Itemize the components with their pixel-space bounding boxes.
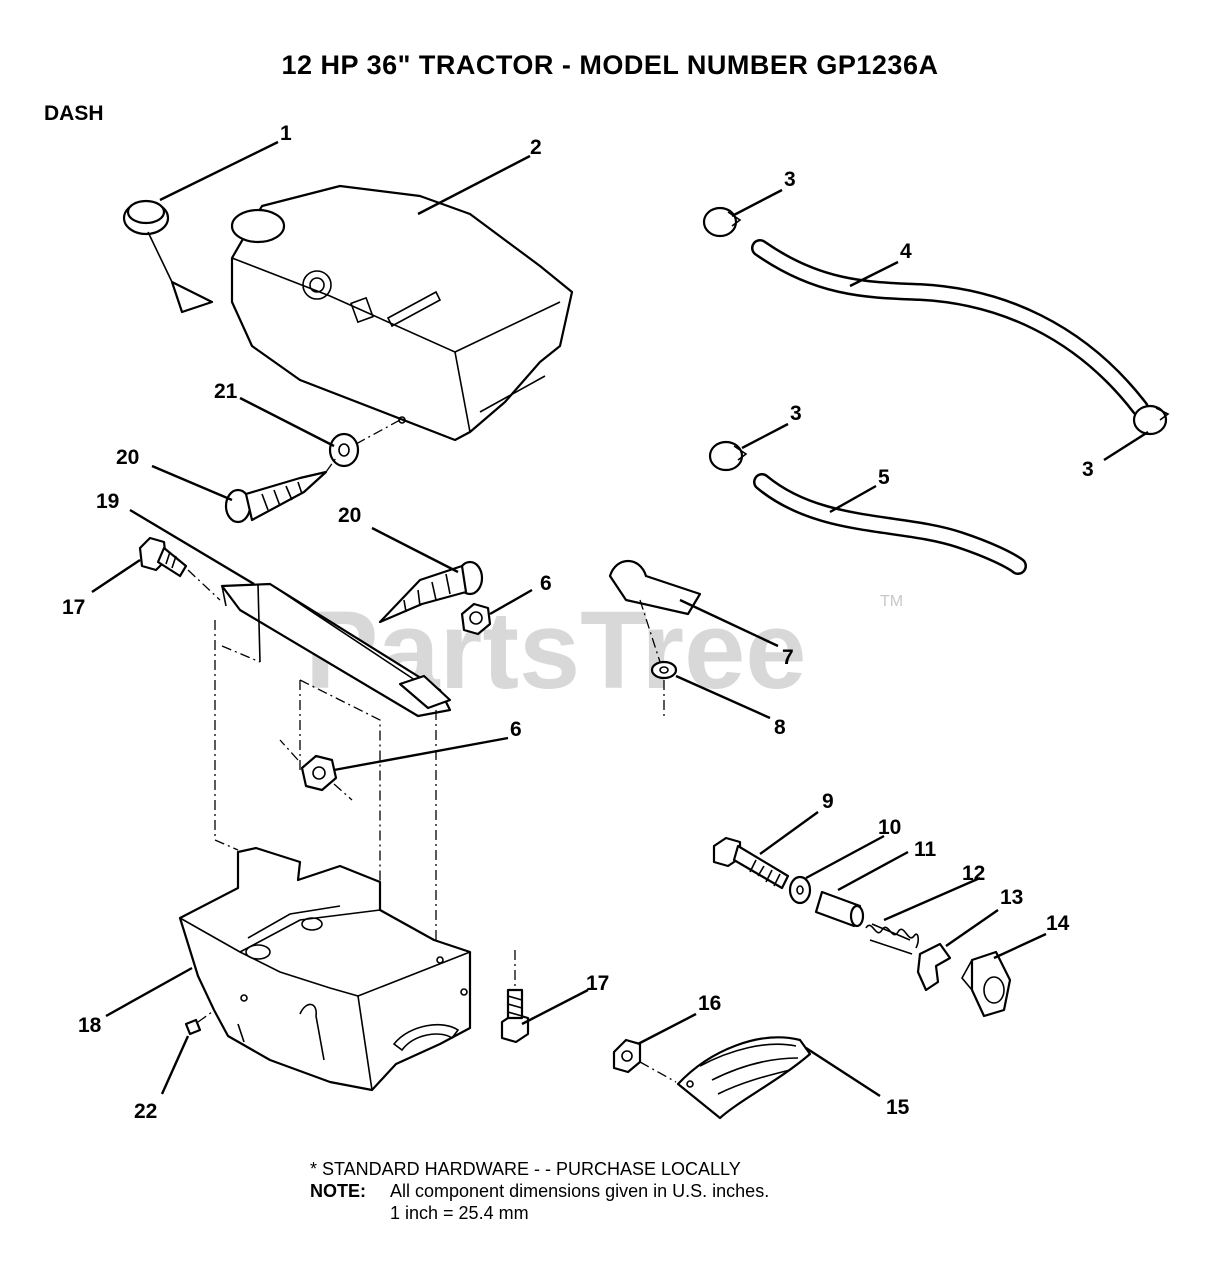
callout-13: 13 [1000, 886, 1023, 909]
callout-12: 12 [962, 862, 985, 885]
part-nut-6b [279, 739, 353, 801]
part-nut-6a [460, 602, 492, 636]
part-clip-13 [916, 942, 952, 992]
callout-2: 2 [530, 136, 542, 159]
callout-8: 8 [774, 716, 786, 739]
part-spring-12 [865, 923, 919, 955]
note-text: All component dimensions given in U.S. i… [390, 1181, 770, 1201]
callout-5: 5 [878, 466, 890, 489]
part-nut-16 [612, 1038, 677, 1083]
callout-10: 10 [878, 816, 901, 839]
part-bolt-9 [712, 836, 790, 890]
standard-hardware-note: * STANDARD HARDWARE - - PURCHASE LOCALLY [310, 1159, 741, 1179]
callout-21: 21 [214, 380, 238, 403]
callout-7: 7 [782, 646, 794, 669]
part-fuel-cap [122, 199, 214, 314]
part-dash-panel [178, 846, 472, 1092]
part-support-bracket [220, 582, 452, 718]
part-guide-14 [961, 950, 1012, 1018]
dimension-note: NOTE: All component dimensions given in U… [310, 1180, 769, 1202]
section-label: DASH [44, 102, 104, 125]
callout-4: 4 [900, 240, 912, 263]
part-screw-20b [378, 560, 484, 624]
callout-22: 22 [134, 1100, 157, 1123]
part-washer-8 [639, 599, 678, 720]
part-screw-20a [224, 457, 337, 524]
part-hose-clamp-c [1132, 404, 1170, 436]
callout-6a: 6 [540, 572, 552, 595]
callout-11: 11 [914, 838, 937, 861]
part-bolt-17b [500, 950, 530, 1044]
callout-3a: 3 [784, 168, 796, 191]
conversion-note: 1 inch = 25.4 mm [390, 1203, 529, 1223]
callout-6b: 6 [510, 718, 522, 741]
part-bolt-17a [138, 536, 221, 601]
part-clip-bracket [608, 560, 702, 616]
watermark-trademark: TM [880, 593, 903, 610]
diagram-title: 12 HP 36" TRACTOR - MODEL NUMBER GP1236A [281, 50, 939, 80]
callout-17a: 17 [62, 596, 85, 619]
callout-1: 1 [280, 122, 292, 145]
callout-20b: 20 [338, 504, 361, 527]
note-label: NOTE: [310, 1181, 366, 1201]
callout-numbers: 1 2 3 4 3 3 5 21 20 19 17 20 6 7 8 6 9 1… [62, 122, 1094, 1123]
callout-17b: 17 [586, 972, 609, 995]
part-fuel-hose-long [751, 239, 1149, 417]
part-spacer-11 [814, 890, 865, 928]
part-hose-clamp-a [702, 206, 742, 238]
callout-18: 18 [78, 1014, 102, 1037]
part-fuel-hose-short [753, 473, 1027, 575]
callout-14: 14 [1046, 912, 1070, 935]
part-washer-10 [788, 875, 812, 905]
part-washer-21 [328, 419, 401, 468]
part-screw-22 [184, 1011, 213, 1036]
callout-16: 16 [698, 992, 721, 1015]
callout-15: 15 [886, 1096, 910, 1119]
diagram-notes: * STANDARD HARDWARE - - PURCHASE LOCALLY… [310, 1158, 769, 1224]
assembly-lines [214, 620, 437, 942]
callout-19: 19 [96, 490, 119, 513]
callout-3b: 3 [790, 402, 802, 425]
part-dash-console [230, 184, 574, 442]
callout-9: 9 [822, 790, 834, 813]
leader-lines [91, 140, 1149, 1098]
callout-3c: 3 [1082, 458, 1094, 481]
part-quadrant-plate [676, 1036, 812, 1120]
part-hose-clamp-b [708, 440, 748, 472]
callout-20a: 20 [116, 446, 139, 469]
